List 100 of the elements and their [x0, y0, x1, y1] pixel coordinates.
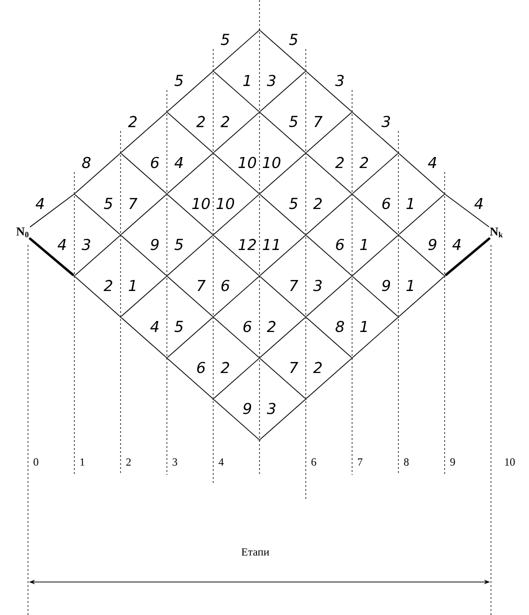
stage-number: 9: [450, 458, 455, 466]
edge-label: 7: [312, 116, 324, 128]
path-segment: [260, 153, 306, 194]
grid-point: [212, 152, 214, 154]
edge-label: 3: [266, 402, 277, 415]
grid-point: [166, 275, 168, 277]
path-segment: [120, 235, 167, 276]
path-segment: [120, 153, 167, 194]
edge-label: 7: [288, 280, 299, 292]
path-segment: [214, 194, 260, 235]
grid-point: [305, 234, 307, 236]
path-segment: [30, 194, 74, 228]
grid-point: [351, 111, 353, 113]
path-segment: [352, 235, 398, 276]
grid-point: [305, 152, 307, 154]
path-segment: [260, 358, 306, 399]
path-segment: [260, 276, 306, 317]
path-segment: [74, 235, 120, 276]
path-segment: [74, 153, 120, 194]
node-label: N$_{k}$: [490, 228, 503, 238]
path-segment: [120, 112, 167, 153]
edge-label: 3: [266, 74, 277, 87]
path-segment: [398, 276, 444, 317]
edge-label: 2: [128, 115, 138, 128]
grid-point: [212, 70, 214, 72]
path-segment: [306, 235, 352, 276]
edge-label: 10: [215, 197, 236, 210]
edge-label: 2: [358, 156, 370, 169]
grid-point: [444, 193, 446, 195]
path-segment: [214, 71, 260, 112]
grid-point: [398, 316, 400, 318]
grid-point: [305, 398, 307, 400]
path-segment: [167, 194, 213, 235]
path-segment: [167, 317, 213, 358]
edge-label: 8: [81, 156, 92, 169]
edge-label: 2: [103, 279, 114, 292]
edge-label: 7: [288, 362, 299, 374]
grid-point: [258, 193, 260, 195]
grid-point: [212, 234, 214, 236]
edge-label: 5: [103, 197, 114, 210]
axis-label: Етапи: [242, 548, 270, 556]
edge-label: 6: [334, 238, 346, 251]
grid-point: [351, 357, 353, 359]
grid-point: [166, 111, 168, 113]
grid-point: [398, 234, 400, 236]
path-segment: [398, 194, 444, 235]
path-segment: [214, 358, 260, 399]
grid-point: [258, 357, 260, 359]
stage-number: 2: [126, 458, 131, 466]
edge-label: 4: [150, 320, 160, 332]
path-segment: [28, 237, 74, 276]
edge-label: 9: [427, 238, 438, 251]
grid-point: [74, 193, 76, 195]
path-segment: [167, 112, 213, 153]
grid-point: [398, 152, 400, 154]
path-segment: [167, 358, 213, 399]
path-segment: [260, 30, 306, 71]
stage-number: 1: [80, 458, 84, 466]
path-segment: [167, 153, 213, 194]
edge-label: 3: [312, 279, 324, 292]
edge-label: 2: [312, 197, 324, 210]
edge-label: 4: [474, 198, 484, 210]
stage-number: 4: [218, 458, 224, 466]
path-segment: [398, 235, 444, 276]
edge-label: 2: [266, 320, 277, 333]
edge-label: 5: [174, 74, 184, 87]
grid-point: [120, 234, 122, 236]
path-segment: [306, 317, 352, 358]
grid-point: [258, 439, 260, 441]
path-segment: [352, 276, 398, 317]
edge-label: 1: [358, 320, 370, 332]
edge-label: 11: [262, 238, 282, 250]
path-segment: [74, 194, 120, 235]
edge-label: 9: [242, 402, 253, 415]
grid-point: [305, 70, 307, 72]
edge-label: 2: [220, 115, 231, 128]
path-segment: [214, 112, 260, 153]
path-segment: [306, 112, 352, 153]
edge-label: 4: [56, 238, 68, 250]
grid-point: [351, 275, 353, 277]
path-segment: [120, 276, 167, 317]
path-segment: [306, 358, 352, 399]
path-segment: [260, 235, 306, 276]
edge-label: 10: [237, 156, 258, 169]
grid-point: [120, 316, 122, 318]
path-segment: [352, 317, 398, 358]
grid-point: [258, 29, 260, 31]
edge-label: 4: [174, 156, 184, 168]
stage-number: 3: [172, 458, 178, 466]
edge-label: 3: [334, 74, 346, 87]
path-segment: [260, 71, 306, 112]
grid-point: [166, 193, 168, 195]
path-segment: [306, 276, 352, 317]
edge-label: 5: [220, 33, 231, 46]
edge-label: 10: [190, 197, 212, 210]
path-segment: [260, 112, 306, 153]
edge-label: 4: [34, 198, 46, 210]
edge-label: 1: [128, 280, 138, 292]
path-segment: [214, 235, 260, 276]
grid-point: [258, 275, 260, 277]
